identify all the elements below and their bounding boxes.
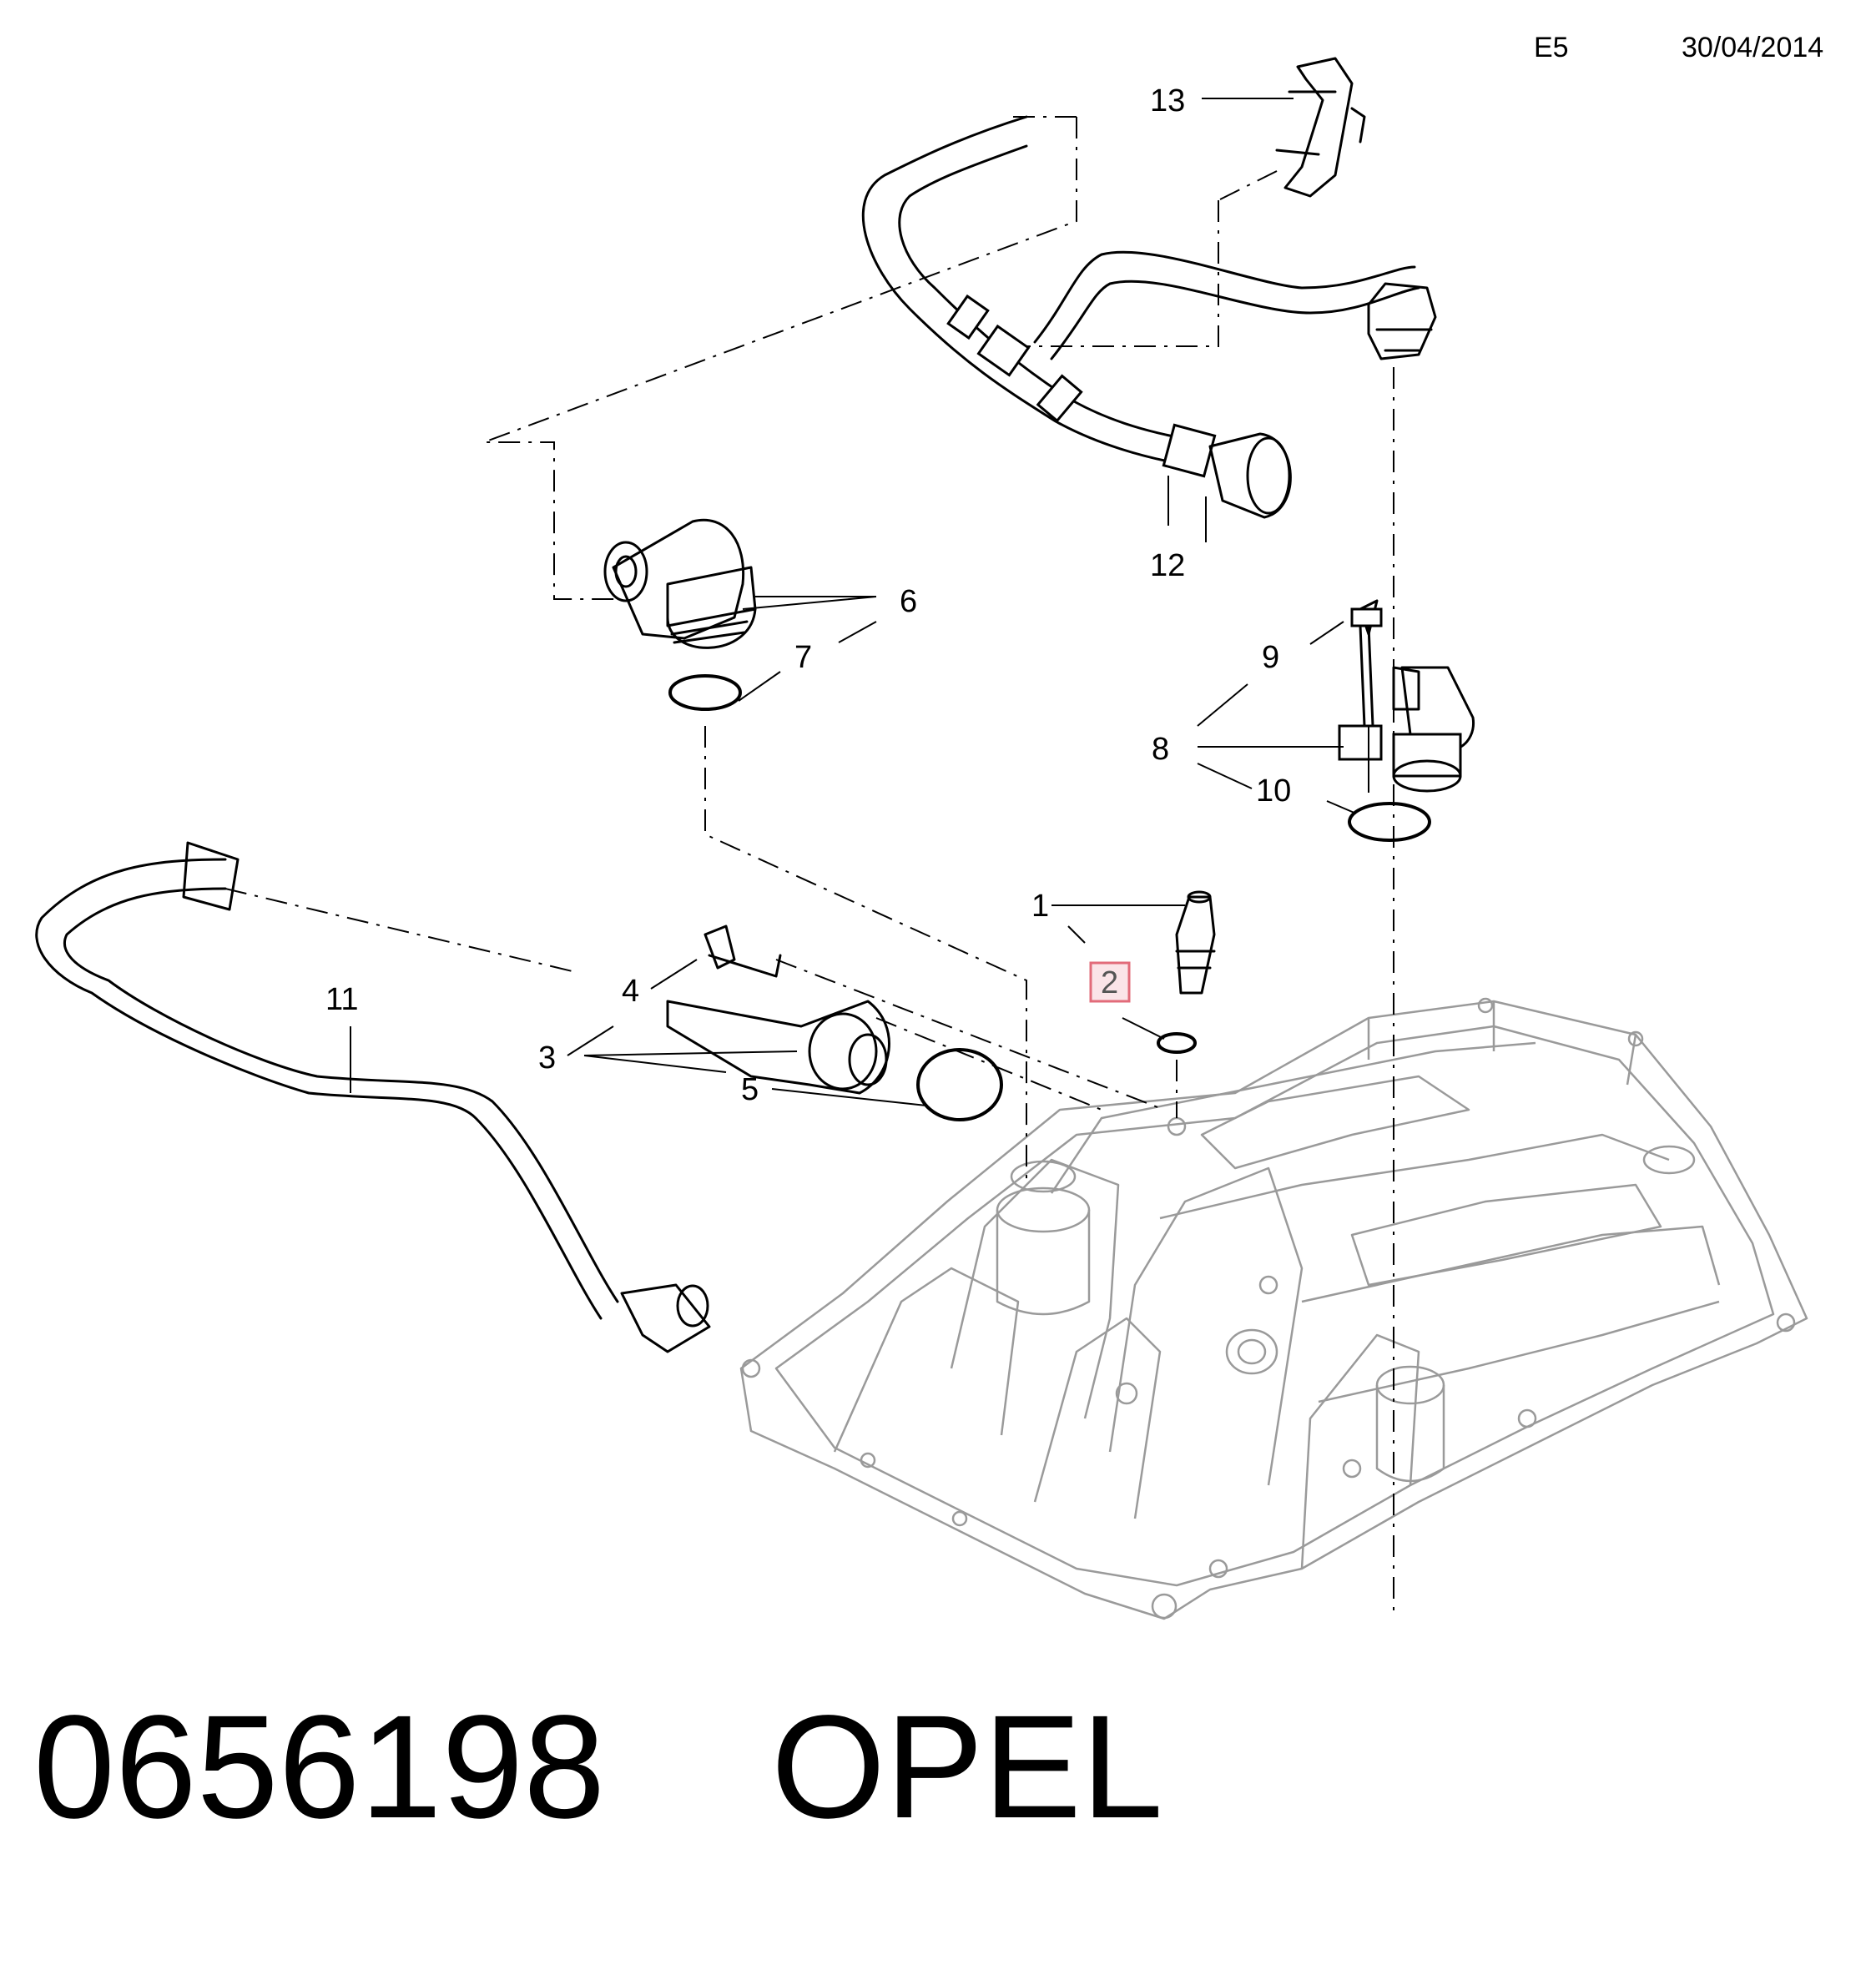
callout-3: 3 (538, 1040, 556, 1076)
callout-4: 4 (622, 974, 639, 1009)
brand-name: OPEL (771, 1685, 1163, 1849)
callout-8: 8 (1152, 732, 1169, 767)
diagram-date: 30/04/2014 (1682, 32, 1824, 63)
callout-12: 12 (1150, 548, 1185, 583)
callout-1: 1 (1031, 889, 1049, 924)
part-12-hose (861, 115, 1437, 526)
alignment-lines (224, 116, 1394, 1619)
part-number: 0656198 (33, 1685, 606, 1849)
part-6-valve (603, 518, 876, 711)
callout-labels: 13 12 6 7 9 8 10 1 2 4 3 5 11 (325, 83, 1291, 1107)
part-11-pipe (35, 841, 711, 1353)
callout-10: 10 (1256, 773, 1291, 809)
callout-13: 13 (1150, 83, 1185, 118)
part-3-actuator (666, 925, 1003, 1121)
part-8-fitting (1338, 599, 1475, 842)
cylinder-head-cover (739, 997, 1808, 1620)
callout-5: 5 (741, 1072, 759, 1107)
callout-2-highlight (1089, 961, 1131, 1003)
callout-leaders (350, 98, 1357, 1106)
callout-11: 11 (325, 982, 358, 1017)
part-1-sensor (1157, 890, 1216, 1054)
diagram-code: E5 (1534, 32, 1569, 63)
callout-2: 2 (1101, 965, 1118, 1000)
callout-6: 6 (900, 584, 917, 619)
callout-7: 7 (794, 640, 812, 675)
part-13-clip (1275, 57, 1366, 198)
footer-title: 0656198 OPEL (33, 1694, 1163, 1841)
callout-9: 9 (1262, 640, 1279, 675)
